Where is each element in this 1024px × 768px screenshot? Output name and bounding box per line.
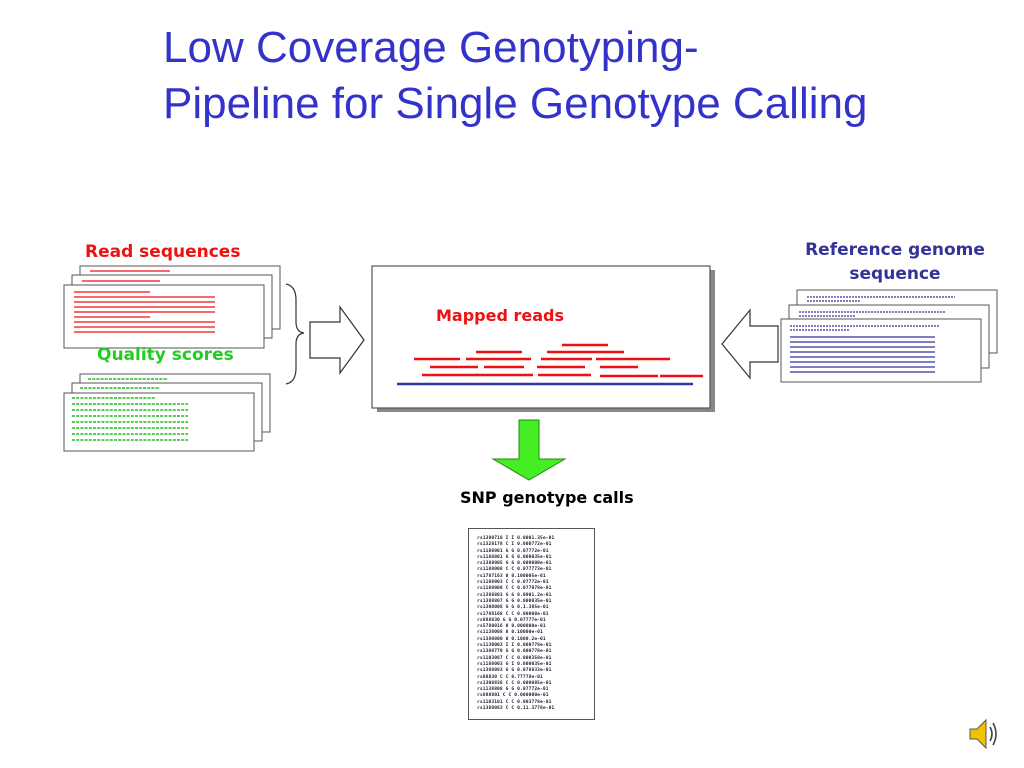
reference-label-line-2: sequence [849,264,941,284]
snp-call-line: rs1188908 C C 0.077078e-01 [477,586,552,592]
snp-call-line: rs1787163 0 0.100005e-01 [477,573,546,579]
snp-call-line: rs1188801 G G 0.000035e-01 [477,554,552,560]
snp-call-line: rs1138808 G G 0.07772e-01 [477,687,549,693]
snp-call-line: rs1380800 0 0.1000.2e-01 [477,636,546,642]
snp-call-line: rs1388807 G G 0.000035e-01 [477,598,552,604]
read-sequences-label: Read sequences [85,242,241,262]
snp-call-line: rs1130003 I I 0.000778e-01 [477,643,552,649]
snp-call-line: rs1388083 G G 0.078833e-01 [477,668,552,674]
snp-call-line: rs5780016 0 0.000000e-01 [477,624,546,630]
reference-label-line-1: Reference genome [805,240,985,260]
mapped-read-lines [414,343,703,378]
snp-call-line: rs1188903 C C 0.07772e-01 [477,580,549,586]
snp-genotype-calls-label: SNP genotype calls [460,488,634,507]
snp-call-line: rs1388803 G G 0.0001.2e-01 [477,592,552,598]
mapping-box [371,265,711,409]
snp-call-line: rs1103101 C C 0.003778e-01 [477,699,552,705]
input-brace [285,283,305,385]
snp-call-line: rs1788168 C C 0.00008e-01 [477,611,549,617]
snp-call-line: rs888801 C C 0.000000e-01 [477,693,549,699]
reference-arrow-left [721,308,779,380]
input-arrow-right [309,305,365,375]
title-line-1: Low Coverage Genotyping- [163,23,699,72]
snp-call-line: rs1138008 0 0.10000e-01 [477,630,543,636]
snp-call-line: rs88830 C C 0.77778e-01 [477,674,543,680]
quality-score-documents [63,373,271,452]
quality-scores-label: Quality scores [97,345,234,365]
speaker-icon[interactable] [966,714,1000,754]
snp-call-line: rs1188901 G G 0.07772e-01 [477,548,549,554]
snp-call-line: rs1308008 G G 0.1.385e-01 [477,605,549,611]
page-title: Low Coverage Genotyping- Pipeline for Si… [163,20,1003,132]
snp-call-line: rs1188008 C C 0.077773e-01 [477,567,552,573]
snp-call-line: rs1103087 C C 0.000358e-01 [477,655,552,661]
snp-call-line: rs1308838 C C 0.000085e-01 [477,680,552,686]
read-sequence-documents [63,265,281,349]
mapped-reads-label: Mapped reads [436,306,565,325]
quality-doc-lines [72,378,188,441]
title-line-2: Pipeline for Single Genotype Calling [163,79,868,128]
reference-genome-documents [780,289,998,383]
snp-call-line: rs1388770 G G 0.000778e-01 [477,649,552,655]
snp-call-line: rs1388083 C C 0.11.3778e-01 [477,706,555,712]
snp-call-line: rs1188003 G I 0.000035e-01 [477,661,552,667]
snp-call-line: rs1328178 C I 0.000772e-01 [477,542,552,548]
snp-call-line: rs1380718 I I 0.0001.35e-01 [477,536,555,541]
read-doc-lines [74,270,215,333]
snp-call-line: rs888830 G G 0.07777e-01 [477,617,546,623]
output-arrow-down [491,419,567,481]
snp-call-line: rs1388005 G G 0.000000e-01 [477,561,552,567]
ref-doc-lines [790,296,955,373]
reference-genome-label: Reference genome sequence [790,238,1000,286]
